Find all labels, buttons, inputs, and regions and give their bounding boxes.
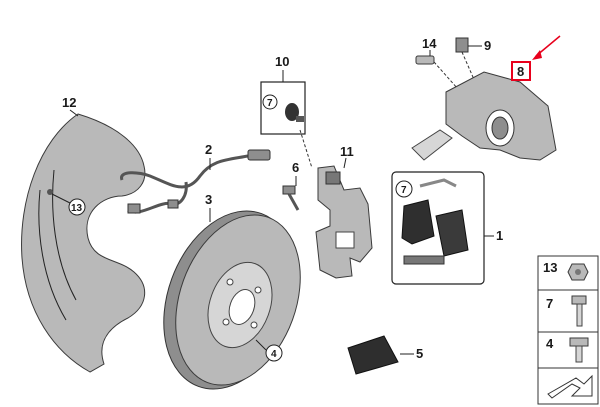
legend-13: 13 — [543, 260, 557, 275]
bolt-4 — [569, 337, 589, 363]
circled-callout-13 — [68, 198, 86, 216]
callout-1: 1 — [496, 228, 503, 243]
brake-pads — [401, 178, 469, 265]
brake-disc — [163, 210, 301, 390]
callout-14: 14 — [422, 36, 437, 51]
grease-packet — [347, 335, 399, 375]
wear-sensor — [120, 149, 271, 214]
circled-callout-4 — [265, 344, 283, 362]
dust-cap — [455, 37, 469, 53]
callout-3: 3 — [205, 192, 212, 207]
legend-4: 4 — [546, 336, 554, 351]
splash-shield — [21, 113, 146, 373]
callout-2: 2 — [205, 142, 212, 157]
guide-bolt — [282, 185, 300, 211]
highlight-box-8 — [511, 61, 531, 81]
circled-callout-7-seal — [262, 94, 278, 110]
caliper-carrier — [315, 165, 373, 279]
circled-4-label: 4 — [271, 349, 277, 360]
circled-7-pads-label: 7 — [401, 185, 407, 196]
circled-7-seal-label: 7 — [267, 98, 273, 109]
callout-8: 8 — [517, 64, 524, 79]
legend-7: 7 — [546, 296, 553, 311]
brake-caliper — [411, 71, 557, 161]
circled-callout-7-pads — [395, 180, 413, 198]
callout-12: 12 — [62, 95, 76, 110]
circled-13-label: 13 — [71, 203, 83, 214]
callout-11: 11 — [340, 144, 354, 159]
bolt-7 — [571, 295, 587, 327]
callout-5: 5 — [416, 346, 423, 361]
callout-9: 9 — [484, 38, 491, 53]
guide-seal — [285, 103, 304, 122]
bleeder-screw — [415, 55, 435, 65]
pad-set-box — [391, 171, 485, 285]
nut-13 — [567, 263, 589, 281]
view-arrow-icon — [547, 374, 593, 399]
callout-6: 6 — [292, 160, 299, 175]
callout-10: 10 — [275, 54, 289, 69]
